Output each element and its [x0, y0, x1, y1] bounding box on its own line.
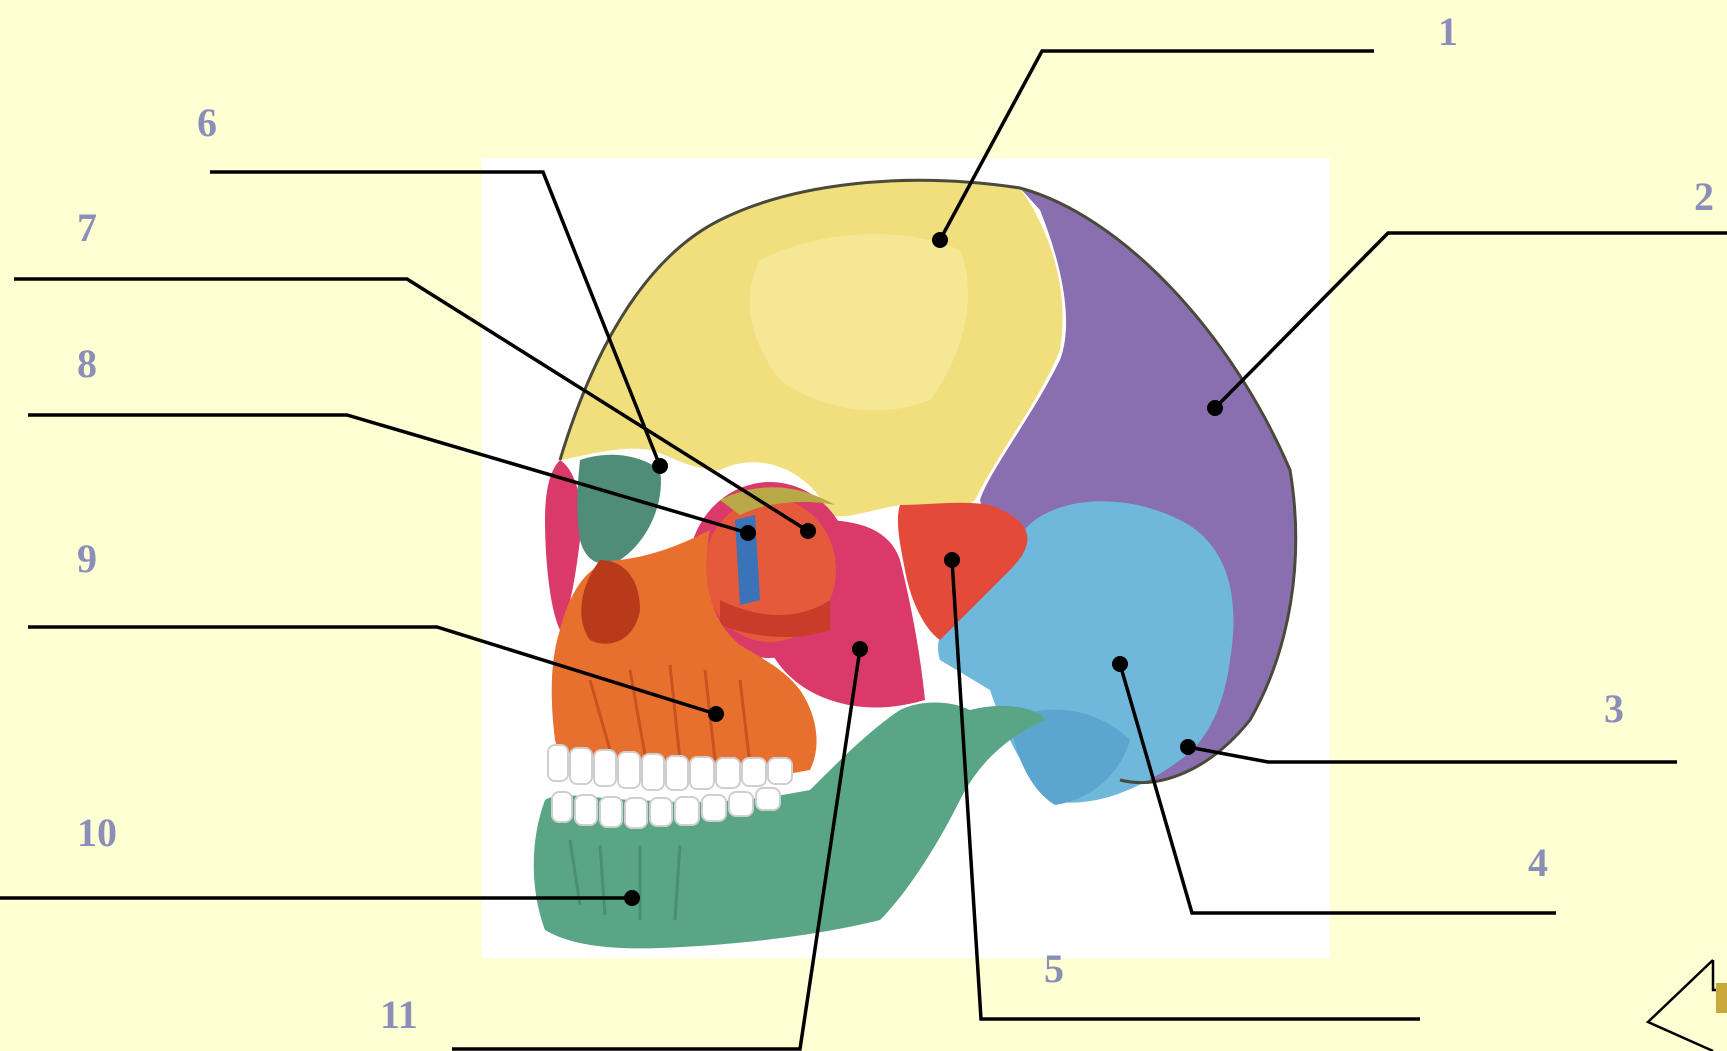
- label-5: 5: [1044, 946, 1064, 991]
- label-9: 9: [77, 536, 97, 581]
- pointer-dot-8: [740, 525, 756, 541]
- label-6: 6: [197, 100, 217, 145]
- pointer-dot-7: [800, 523, 816, 539]
- pointer-dot-2: [1207, 400, 1223, 416]
- nav-link-mark[interactable]: [1716, 983, 1727, 1013]
- label-2: 2: [1694, 174, 1714, 219]
- label-7: 7: [77, 205, 97, 250]
- label-3: 3: [1604, 686, 1624, 731]
- pointer-dot-1: [932, 232, 948, 248]
- pointer-dot-4: [1112, 656, 1128, 672]
- back-arrow-shape[interactable]: [1648, 960, 1727, 1051]
- pointer-dot-3: [1180, 739, 1196, 755]
- label-8: 8: [77, 341, 97, 386]
- pointer-dot-11: [852, 641, 868, 657]
- label-10: 10: [77, 810, 117, 855]
- label-1: 1: [1438, 9, 1458, 54]
- pointer-dot-10: [624, 890, 640, 906]
- pointer-dot-6: [652, 458, 668, 474]
- label-11: 11: [380, 992, 418, 1037]
- pointer-dot-9: [708, 706, 724, 722]
- pointer-dot-5: [944, 552, 960, 568]
- back-navigation-icon[interactable]: [1648, 960, 1727, 1051]
- label-4: 4: [1528, 840, 1548, 885]
